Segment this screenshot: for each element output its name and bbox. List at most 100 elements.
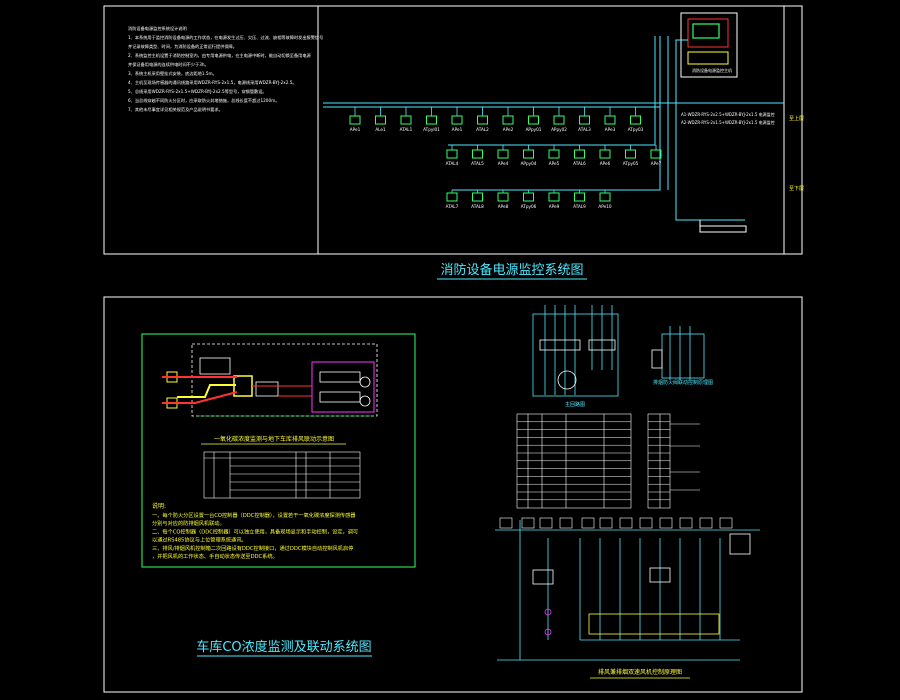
sensor-icon	[497, 192, 509, 202]
sensor-icon	[599, 192, 611, 202]
sensor-icon	[426, 115, 437, 125]
co-notes-heading: 说明:	[152, 502, 166, 510]
power-note-line: 7、其他未尽事宜详见相关规范及产品说明书要求。	[128, 106, 223, 113]
terminal-box	[719, 517, 733, 529]
terminal-box	[499, 517, 513, 529]
sensor-label: ATAL2	[476, 127, 489, 132]
sensor-label: ATAL9	[573, 204, 586, 209]
power-note-line: 3、系统主机采用壁挂式安装，底边距地1.5m。	[128, 70, 217, 77]
sensor-icon	[477, 115, 488, 125]
terminal-box	[699, 517, 713, 529]
sensor-icon	[630, 115, 641, 125]
sensor-label: ATAL3	[578, 127, 591, 132]
sensor-label: APe1	[452, 127, 463, 132]
sensor-label: ALe1	[375, 127, 386, 132]
sensor-label: APpy01	[526, 127, 542, 132]
sensor-label: ATAL8	[471, 204, 484, 209]
fan-control-caption: 排风兼排烟双速风机控制原理图	[598, 668, 682, 676]
sensor-icon	[625, 149, 636, 159]
sensor-icon	[523, 192, 534, 202]
co-notes: 说明:一、每个防火分区设置一台CO控制器（DDC控制器），设置若干一氧化碳浓度探…	[152, 502, 358, 560]
power-note-line: 消防设备电源监控系统设计说明	[128, 25, 187, 32]
main-circuit: 主回路图	[532, 305, 619, 408]
sensor-label: APpy02	[551, 127, 567, 132]
damper-caption: 排烟防火阀联动控制原理图	[653, 379, 713, 386]
sensor-label: APe10	[598, 204, 611, 209]
main-circuit-caption: 主回路图	[565, 401, 585, 408]
sensor-icon	[502, 115, 514, 125]
co-note-line: 一、每个防火分区设置一台CO控制器（DDC控制器），设置若干一氧化碳浓度探测传感…	[152, 511, 356, 519]
sensor-icon	[548, 149, 560, 159]
sensor-label: APe7	[651, 161, 662, 166]
co-equipment-table	[203, 451, 361, 499]
sensor-icon	[349, 115, 361, 125]
terminal-box	[559, 517, 573, 529]
power-note-line: 2、系统监控主机设置于消防控制室内，由专用电源供电，在主电源中断时，能自动切换至…	[128, 52, 312, 59]
table-leaders	[670, 423, 700, 491]
host-label: 消防设备电源监控主机	[692, 67, 732, 73]
sensor-label: ATpy03	[628, 127, 644, 132]
side-label-up: 至上层	[789, 115, 804, 122]
power-note-line: 并记录故障类型、时间，为消防设备的正常运行提供保障。	[128, 43, 237, 50]
sensor-icon	[375, 115, 386, 125]
component-table-right-rows	[648, 421, 670, 501]
power-note-line: 6、当总线穿越不同防火分区时，应采取防火封堵措施，总线长度不超过1200m。	[128, 97, 279, 104]
sensor-label: ATAL4	[446, 161, 459, 166]
component-table-left-rows	[517, 421, 631, 501]
co-note-line: 以通过RS485协议与上位管理系统通讯。	[152, 536, 247, 544]
sensor-label: APe2	[503, 127, 514, 132]
terminal-box	[539, 517, 553, 529]
power-notes: 消防设备电源监控系统设计说明 1、本系统用于监控消防设备电源的工作状态，在电源发生…	[128, 25, 323, 113]
power-note-line: 1、本系统用于监控消防设备电源的工作状态，在电源发生过压、欠压、过流、缺相等故障…	[128, 34, 323, 41]
sensor-icon	[497, 149, 509, 159]
terminal-box	[659, 517, 673, 529]
sensor-label: APe1	[350, 127, 361, 132]
co-detail-caption: 一氧化碳浓度监测与地下车库排风联动示意图	[214, 435, 334, 443]
power-note-line: 5、总线采用WDZR-RYS-2x1.5+WDZR-BYJ-2x2.5等型号，穿…	[128, 88, 267, 95]
sensor-label: APe4	[498, 161, 509, 166]
terminal-box	[581, 517, 595, 529]
co-monitoring-frame	[103, 296, 803, 693]
sensor-label: APe6	[600, 161, 611, 166]
terminal-box	[639, 517, 653, 529]
power-note-line: 4、主机至现场传感器的通讯线路采用WDZR-RYS-2x1.5，电源线采用WDZ…	[128, 79, 297, 86]
sensor-label: ATAL1	[400, 127, 413, 132]
sensor-icon	[574, 192, 585, 202]
bus-annotation-1: A1-WDZR-RYS-2x2.5+WDZR-BYJ-2x1.5 电源监控	[681, 111, 775, 117]
sensor-icon	[604, 115, 616, 125]
sensor-icon	[528, 115, 539, 125]
sensor-icon	[400, 115, 412, 125]
sensor-icon	[446, 149, 458, 159]
sensor-row-1: APe1 ALe1 ATAL1 ATpyl01 APe1 ATAL2 APe2 APpy01 A…	[349, 107, 644, 132]
power-bus-lines	[323, 36, 784, 233]
terminal-box	[521, 517, 535, 529]
sensor-label: ATAL5	[471, 161, 484, 166]
bus-annotation-2: A2-WDZR-RYS-2x1.5+WDZR-BYJ-2x1.5 电源监控	[681, 119, 775, 125]
power-monitoring-frame	[103, 5, 803, 255]
sensor-label: APpy04	[521, 161, 537, 166]
power-monitoring-title: 消防设备电源监控系统图	[440, 262, 583, 278]
co-monitoring-title: 车库CO浓度监测及联动系统图	[196, 639, 371, 655]
sensor-icon	[650, 149, 662, 159]
sensor-icon	[599, 149, 611, 159]
co-note-line: 三、排风/排烟风机控制箱二次回路设有DDC控制接口，通过DDC模块自动控制风机启…	[152, 544, 353, 552]
terminal-box	[679, 517, 693, 529]
sensor-label: APe9	[549, 204, 560, 209]
co-note-line: 二、每个CO控制器（DDC控制器）可以独立使用，具备现场显示和手动控制，设定，调…	[152, 527, 358, 535]
co-note-line: 分别与对应的防排烟风机联动。	[152, 519, 225, 527]
sensor-icon	[523, 149, 534, 159]
sensor-label: ATpy06	[521, 204, 537, 209]
co-detail-panel: 一氧化碳浓度监测与地下车库排风联动示意图 说明:一、每个防火分区设置一台CO控制…	[141, 333, 416, 568]
power-note-line: 并保证备用电源的连续供电时间不少于3h。	[128, 61, 209, 68]
terminal-box	[619, 517, 633, 529]
monitoring-host: 消防设备电源监控主机	[680, 12, 738, 78]
sensor-label: ATpyl01	[423, 127, 440, 132]
sensor-label: ATAL6	[573, 161, 586, 166]
sensor-icon	[548, 192, 560, 202]
side-label-down: 至下层	[789, 186, 804, 192]
sensor-icon	[553, 115, 565, 125]
sensor-icon	[446, 192, 458, 202]
sensor-label: ATAL7	[446, 204, 459, 209]
